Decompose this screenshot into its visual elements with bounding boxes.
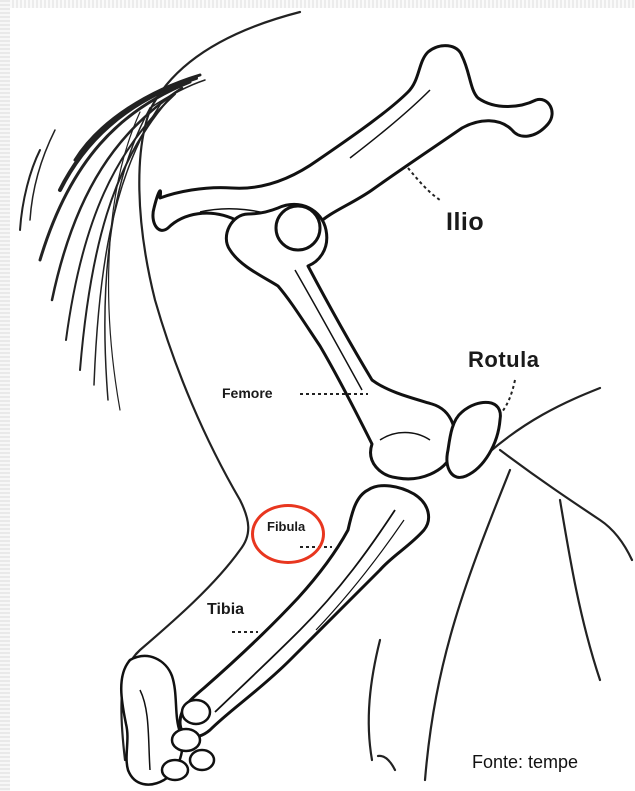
- label-rotula: Rotula: [468, 347, 539, 373]
- ilio-bone: [153, 46, 552, 233]
- tarsus-bones: [121, 656, 214, 785]
- label-ilio: Ilio: [446, 208, 484, 237]
- label-tibia: Tibia: [207, 601, 244, 619]
- rotula-bone: [447, 402, 500, 477]
- fibula-highlight-circle: [251, 504, 325, 564]
- label-femore: Femore: [222, 385, 273, 401]
- tail-illustration: [20, 75, 200, 410]
- source-caption: Fonte: tempe: [472, 752, 578, 773]
- femore-bone: [226, 204, 455, 478]
- ilio-leader-line: [408, 168, 440, 200]
- rotula-leader-line: [502, 380, 515, 412]
